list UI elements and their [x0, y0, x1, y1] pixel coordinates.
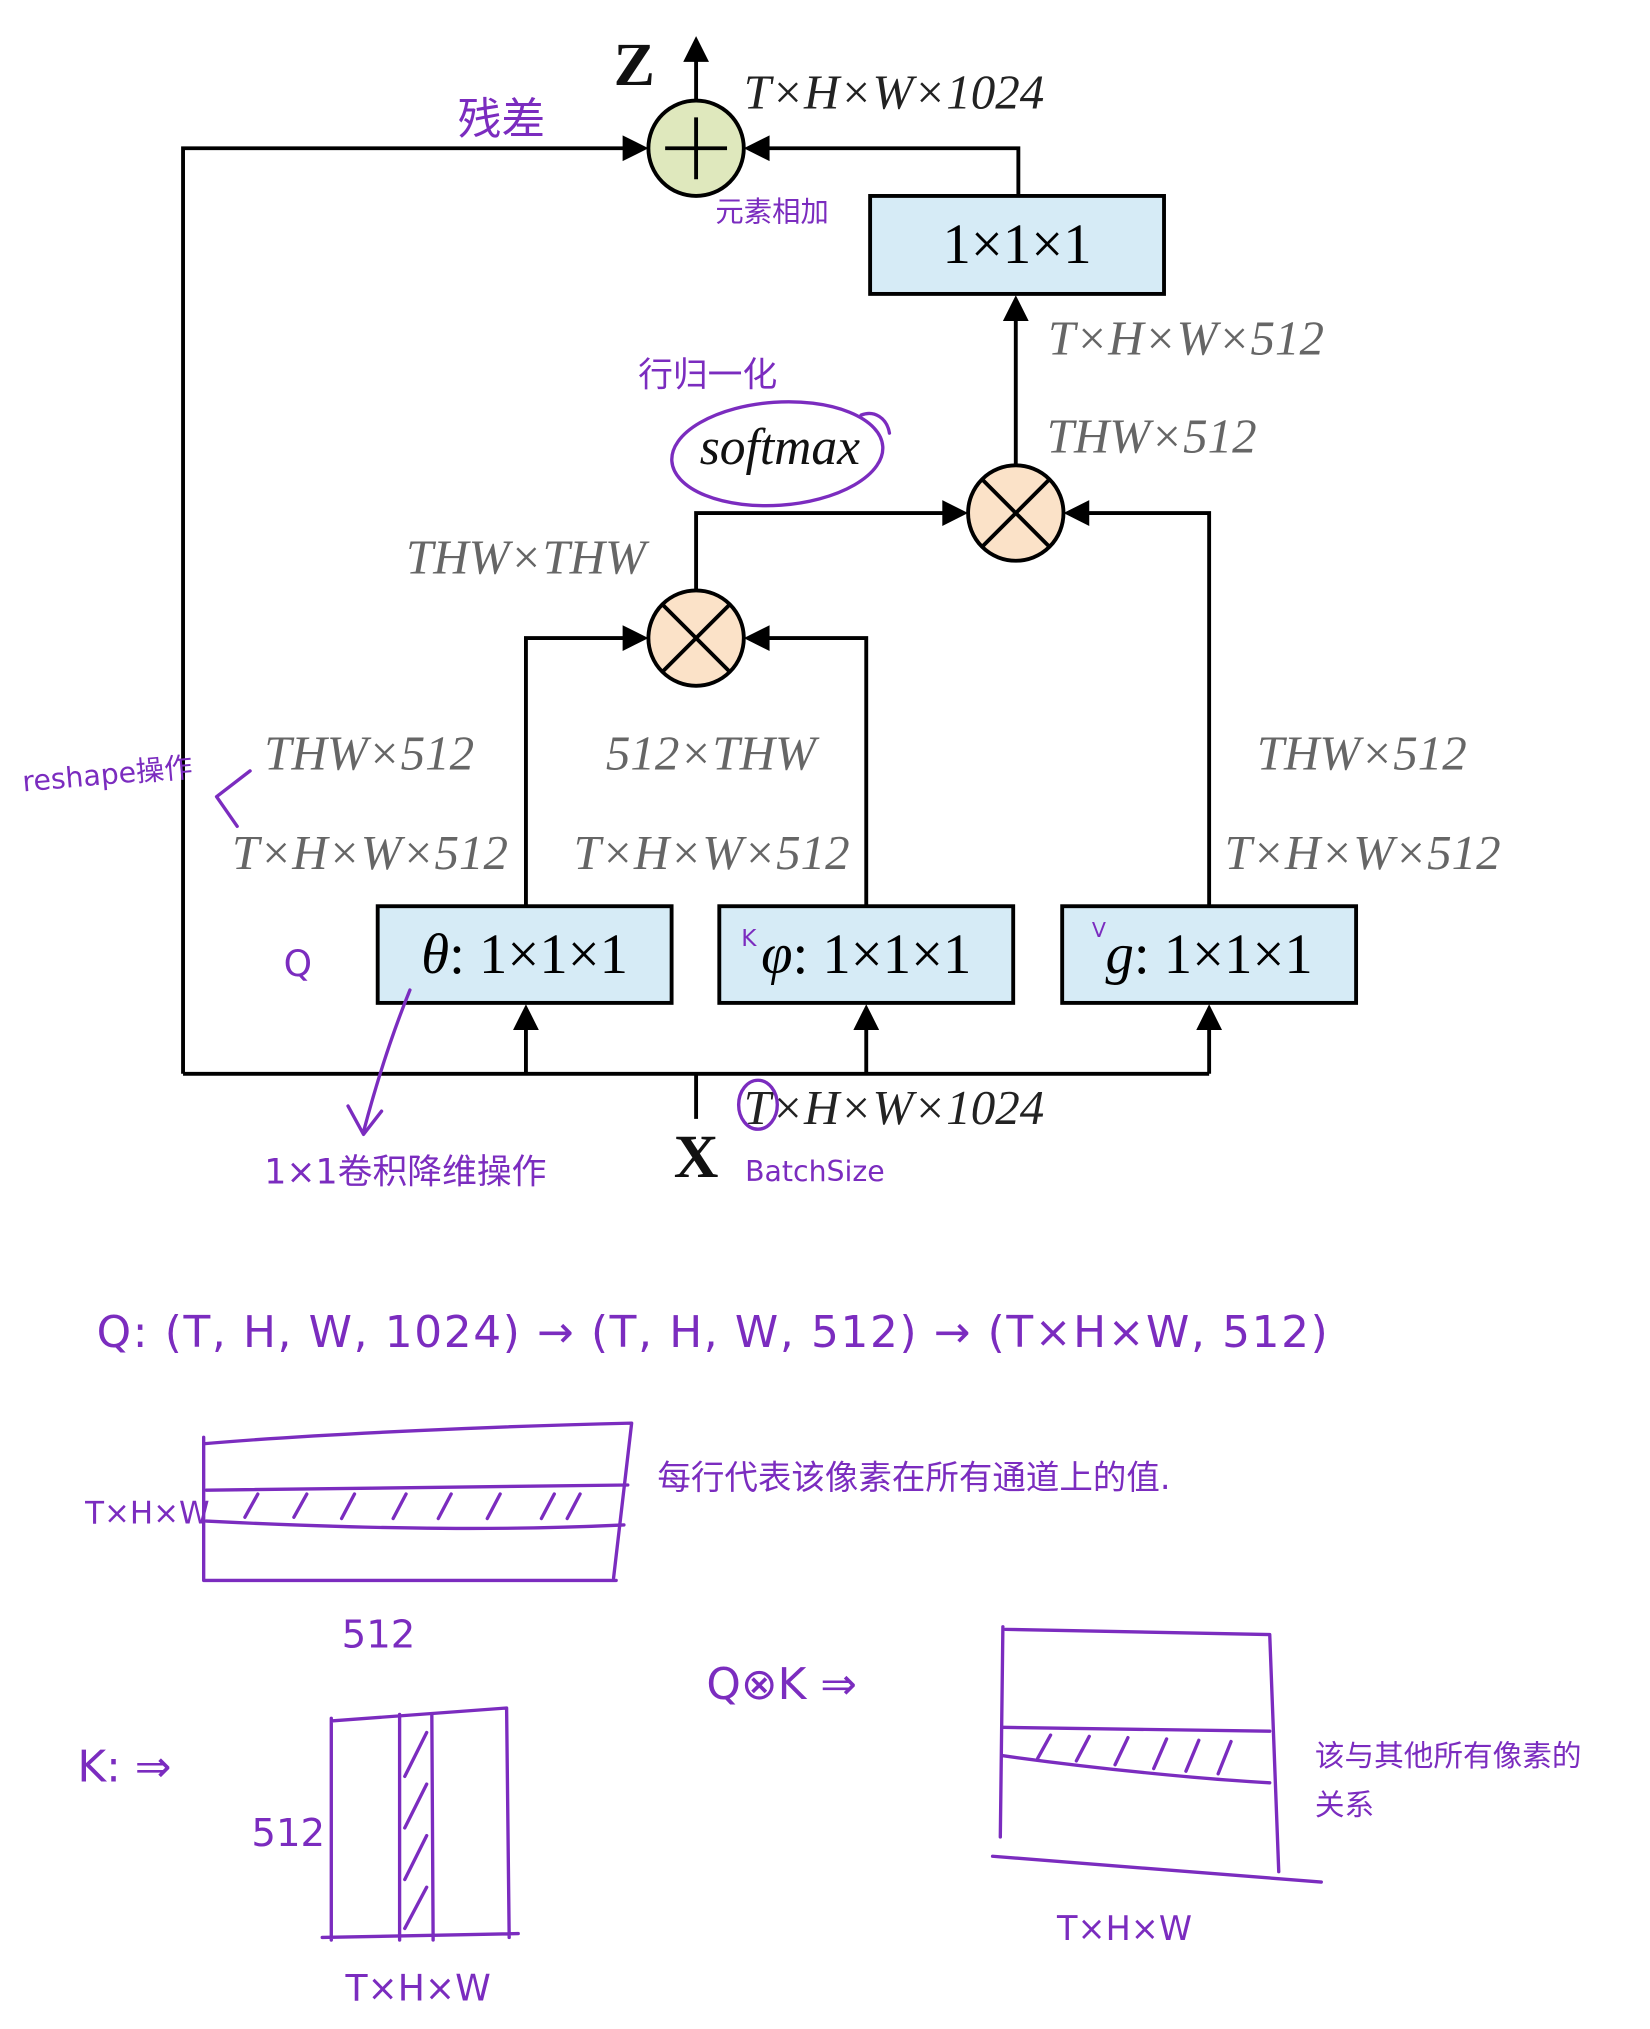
output-dim: T×H×W×1024 — [744, 64, 1044, 119]
qk-note-line-1: 该与其他所有像素的 — [1315, 1738, 1582, 1773]
q-matrix-row-stripe — [204, 1483, 630, 1531]
theta-input-arrowhead — [513, 1004, 539, 1030]
conv-note-arrow — [361, 988, 412, 1134]
phi-to-matmul-arrowhead — [743, 625, 770, 651]
conv-to-add-wire — [763, 146, 1021, 196]
g-symbol: g — [1105, 923, 1133, 986]
g-conv-box — [1060, 904, 1359, 1005]
qk-matrix-row-stripe — [1001, 1725, 1272, 1785]
k-matrix-column-stripe — [397, 1712, 435, 1942]
annotation-strokes — [201, 400, 1323, 1942]
softmax-circle-tail — [859, 411, 892, 435]
qk-note-line-2: 关系 — [1315, 1787, 1374, 1822]
conv-reduce-note: 1×1卷积降维操作 — [264, 1152, 546, 1192]
theta-reshape-dim: THW×512 — [264, 726, 474, 781]
attention-output-dim: THW×512 — [1047, 408, 1257, 463]
batchsize-note: BatchSize — [745, 1155, 885, 1188]
input-dim: T×H×W×1024 — [744, 1080, 1044, 1135]
conv-note-arrowhead — [346, 1104, 384, 1137]
theta-conv-box — [375, 904, 674, 1005]
g-conv-label: g: 1×1×1 — [1105, 923, 1312, 986]
theta-kernel: : 1×1×1 — [449, 923, 628, 986]
theta-to-matmul-wire — [524, 636, 630, 907]
theta-output-dim: T×H×W×512 — [232, 825, 508, 880]
reshape-bracket — [214, 769, 252, 828]
phi-conv-box — [717, 904, 1016, 1005]
phi-symbol: φ — [761, 923, 792, 986]
batch-dim-circle — [736, 1078, 779, 1131]
phi-output-dim: T×H×W×512 — [574, 825, 850, 880]
conv-to-add-arrowhead — [743, 135, 770, 162]
theta-conv-label: θ: 1×1×1 — [421, 923, 628, 986]
softmax-label: softmax — [700, 419, 860, 476]
phi-conv-label: φ: 1×1×1 — [761, 923, 971, 986]
residual-connection — [181, 146, 630, 1074]
network-diagram: Z T×H×W×1024 1×1×1 T×H×W×512 softmax THW… — [181, 31, 1501, 1191]
phi-to-matmul-wire — [763, 636, 869, 907]
reshape-note: reshape操作 — [21, 751, 194, 799]
k-label: K: ⇒ — [77, 1741, 171, 1792]
input-label: X — [674, 1123, 719, 1191]
times-icon — [661, 603, 731, 673]
matmul-to-conv-arrowhead — [1002, 295, 1029, 321]
attention-map-dim: THW×THW — [406, 530, 650, 585]
output-label: Z — [614, 31, 655, 99]
g-to-matmul-arrowhead — [1063, 500, 1090, 526]
residual-note: 残差 — [458, 94, 546, 145]
value-tag: V — [1092, 918, 1106, 942]
phi-kernel: : 1×1×1 — [792, 923, 971, 986]
annotation-text: 残差 元素相加 行归一化 reshape操作 Q K V 1×1卷积降维操作 B… — [21, 94, 1582, 2010]
k-matrix-hatch — [403, 1730, 429, 1931]
residual-arrowhead — [622, 135, 649, 162]
k-matrix-cols-label: T×H×W — [344, 1968, 490, 2010]
g-output-dim: T×H×W×512 — [1225, 825, 1501, 880]
g-kernel: : 1×1×1 — [1134, 923, 1313, 986]
theta-symbol: θ — [421, 923, 449, 986]
output-conv-dim: T×H×W×512 — [1048, 310, 1324, 365]
output-arrowhead — [683, 36, 709, 62]
k-matrix-rows-label: 512 — [251, 1811, 325, 1856]
k-matrix-outline — [320, 1706, 520, 1942]
query-tag: Q — [284, 943, 312, 985]
phi-reshape-dim: 512×THW — [606, 726, 820, 781]
q-matrix-hatch — [243, 1492, 582, 1521]
elementwise-add-note: 元素相加 — [715, 196, 828, 229]
key-tag: K — [741, 925, 757, 952]
q-matrix-outline — [201, 1421, 634, 1583]
attention-to-matmul-arrowhead — [942, 500, 969, 526]
qk-matrix-outline — [990, 1625, 1323, 1884]
times-icon — [980, 478, 1051, 548]
softmax-circle — [670, 400, 885, 508]
q-matrix-cols-label: 512 — [342, 1612, 416, 1657]
g-reshape-dim: THW×512 — [1257, 726, 1467, 781]
theta-to-matmul-arrowhead — [622, 625, 649, 651]
q-shape-note: Q: (T, H, W, 1024) → (T, H, W, 512) → (T… — [97, 1307, 1328, 1358]
g-input-arrowhead — [1196, 1004, 1223, 1030]
phi-input-arrowhead — [853, 1004, 880, 1030]
qk-label: Q⊗K ⇒ — [706, 1659, 857, 1710]
plus-icon — [665, 117, 728, 180]
output-conv-box — [868, 194, 1166, 296]
output-conv-label: 1×1×1 — [943, 213, 1092, 276]
attention-to-matmul-wire — [694, 511, 949, 591]
qk-matrix-cols-label: T×H×W — [1056, 1909, 1192, 1948]
g-to-matmul-wire — [1082, 511, 1212, 907]
qk-matrix-hatch — [1036, 1733, 1233, 1776]
q-matrix-rows-label: T×H×W — [84, 1496, 210, 1532]
row-norm-note: 行归一化 — [638, 356, 777, 396]
q-matrix-note: 每行代表该像素在所有通道上的值. — [657, 1458, 1170, 1497]
